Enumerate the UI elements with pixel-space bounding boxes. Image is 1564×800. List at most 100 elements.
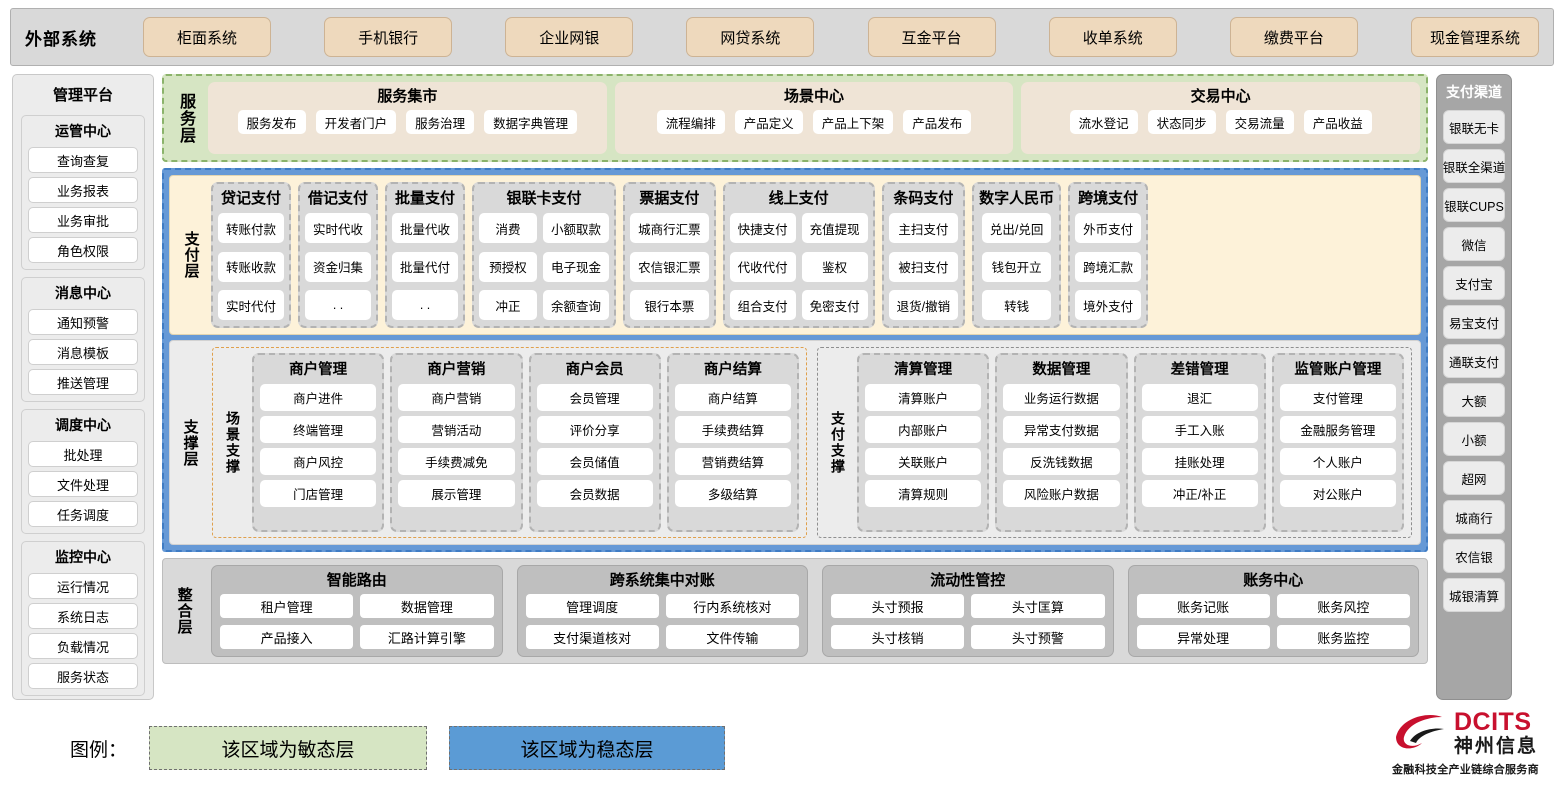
payment-item[interactable]: 城商行汇票 bbox=[630, 213, 709, 243]
support-item[interactable]: 清算规则 bbox=[865, 480, 982, 507]
external-system-chip[interactable]: 柜面系统 bbox=[143, 17, 271, 57]
integration-item[interactable]: 支付渠道核对 bbox=[525, 625, 659, 649]
external-system-chip[interactable]: 现金管理系统 bbox=[1410, 17, 1539, 57]
payment-channel-item[interactable]: 微信 bbox=[1443, 227, 1505, 261]
sidebar-item-角色权限[interactable]: 角色权限 bbox=[28, 237, 138, 263]
support-item[interactable]: 关联账户 bbox=[865, 448, 982, 475]
sidebar-item-推送管理[interactable]: 推送管理 bbox=[28, 369, 138, 395]
service-item[interactable]: 产品收益 bbox=[1303, 110, 1372, 134]
support-item[interactable]: 商户风控 bbox=[260, 448, 377, 475]
support-item[interactable]: 评价分享 bbox=[536, 416, 653, 443]
integration-item[interactable]: 头寸核销 bbox=[831, 625, 965, 649]
sidebar-item-文件处理[interactable]: 文件处理 bbox=[28, 471, 138, 497]
sidebar-item-通知预警[interactable]: 通知预警 bbox=[28, 309, 138, 335]
support-item[interactable]: 营销费结算 bbox=[674, 448, 791, 475]
service-item[interactable]: 流程编排 bbox=[656, 110, 725, 134]
service-item[interactable]: 产品定义 bbox=[734, 110, 803, 134]
support-item[interactable]: 终端管理 bbox=[260, 416, 377, 443]
support-item[interactable]: 金融服务管理 bbox=[1279, 416, 1396, 443]
payment-item[interactable]: 电子现金 bbox=[543, 251, 610, 282]
payment-item[interactable]: 兑出/兑回 bbox=[981, 213, 1052, 243]
support-item[interactable]: 会员储值 bbox=[536, 448, 653, 475]
support-item[interactable]: 内部账户 bbox=[865, 416, 982, 443]
sidebar-item-业务报表[interactable]: 业务报表 bbox=[28, 177, 138, 203]
support-item[interactable]: 会员数据 bbox=[536, 480, 653, 507]
service-item[interactable]: 产品发布 bbox=[903, 110, 972, 134]
integration-item[interactable]: 异常处理 bbox=[1136, 625, 1270, 649]
payment-channel-item[interactable]: 农信银 bbox=[1443, 539, 1505, 573]
payment-item[interactable]: 免密支付 bbox=[801, 290, 868, 320]
support-item[interactable]: 支付管理 bbox=[1279, 384, 1396, 411]
payment-item[interactable]: 批量代付 bbox=[392, 251, 459, 282]
support-item[interactable]: 商户结算 bbox=[674, 384, 791, 411]
service-item[interactable]: 流水登记 bbox=[1069, 110, 1138, 134]
integration-item[interactable]: 汇路计算引擎 bbox=[360, 625, 494, 649]
integration-item[interactable]: 文件传输 bbox=[665, 625, 799, 649]
payment-item[interactable]: . . bbox=[392, 290, 459, 320]
support-item[interactable]: 展示管理 bbox=[398, 480, 515, 507]
payment-channel-item[interactable]: 城商行 bbox=[1443, 500, 1505, 534]
payment-item[interactable]: 余额查询 bbox=[543, 290, 610, 320]
payment-item[interactable]: 农信银汇票 bbox=[630, 251, 709, 282]
external-system-chip[interactable]: 缴费平台 bbox=[1229, 17, 1358, 57]
sidebar-item-批处理[interactable]: 批处理 bbox=[28, 441, 138, 467]
payment-item[interactable]: 批量代收 bbox=[392, 213, 459, 243]
support-item[interactable]: 业务运行数据 bbox=[1003, 384, 1120, 411]
support-item[interactable]: 商户进件 bbox=[260, 384, 377, 411]
payment-item[interactable]: 转账收款 bbox=[218, 251, 285, 282]
external-system-chip[interactable]: 手机银行 bbox=[324, 17, 453, 57]
support-item[interactable]: 风险账户数据 bbox=[1003, 480, 1120, 507]
payment-channel-item[interactable]: 通联支付 bbox=[1443, 344, 1505, 378]
support-item[interactable]: 退汇 bbox=[1141, 384, 1258, 411]
sidebar-item-负载情况[interactable]: 负载情况 bbox=[28, 633, 138, 659]
payment-item[interactable]: 充值提现 bbox=[801, 213, 868, 243]
support-item[interactable]: 清算账户 bbox=[865, 384, 982, 411]
sidebar-item-查询查复[interactable]: 查询查复 bbox=[28, 147, 138, 173]
payment-item[interactable]: 冲正 bbox=[479, 290, 538, 320]
support-item[interactable]: 手续费结算 bbox=[674, 416, 791, 443]
support-item[interactable]: 手续费减免 bbox=[398, 448, 515, 475]
payment-item[interactable]: 境外支付 bbox=[1075, 290, 1142, 320]
payment-item[interactable]: 组合支付 bbox=[729, 290, 796, 320]
payment-channel-item[interactable]: 超网 bbox=[1443, 461, 1505, 495]
payment-channel-item[interactable]: 易宝支付 bbox=[1443, 305, 1505, 339]
payment-item[interactable]: 实时代收 bbox=[305, 213, 372, 243]
integration-item[interactable]: 头寸预报 bbox=[831, 594, 965, 618]
support-item[interactable]: 商户营销 bbox=[398, 384, 515, 411]
payment-item[interactable]: 代收代付 bbox=[729, 251, 796, 282]
integration-item[interactable]: 数据管理 bbox=[360, 594, 494, 618]
integration-item[interactable]: 账务记账 bbox=[1136, 594, 1270, 618]
integration-item[interactable]: 头寸预警 bbox=[971, 625, 1105, 649]
payment-item[interactable]: 转钱 bbox=[981, 290, 1052, 320]
integration-item[interactable]: 账务监控 bbox=[1276, 625, 1410, 649]
payment-channel-item[interactable]: 银联无卡 bbox=[1443, 110, 1505, 144]
service-item[interactable]: 服务发布 bbox=[237, 110, 306, 134]
sidebar-item-业务审批[interactable]: 业务审批 bbox=[28, 207, 138, 233]
payment-item[interactable]: 主扫支付 bbox=[888, 213, 959, 243]
payment-channel-item[interactable]: 支付宝 bbox=[1443, 266, 1505, 300]
payment-item[interactable]: . . bbox=[305, 290, 372, 320]
support-item[interactable]: 冲正/补正 bbox=[1141, 480, 1258, 507]
payment-item[interactable]: 预授权 bbox=[479, 251, 538, 282]
integration-item[interactable]: 管理调度 bbox=[525, 594, 659, 618]
external-system-chip[interactable]: 网贷系统 bbox=[686, 17, 815, 57]
support-item[interactable]: 手工入账 bbox=[1141, 416, 1258, 443]
sidebar-item-服务状态[interactable]: 服务状态 bbox=[28, 663, 138, 689]
payment-item[interactable]: 退货/撤销 bbox=[888, 290, 959, 320]
service-item[interactable]: 开发者门户 bbox=[315, 110, 397, 134]
payment-channel-item[interactable]: 城银清算 bbox=[1443, 578, 1505, 612]
support-item[interactable]: 门店管理 bbox=[260, 480, 377, 507]
external-system-chip[interactable]: 收单系统 bbox=[1048, 17, 1177, 57]
integration-item[interactable]: 产品接入 bbox=[220, 625, 354, 649]
payment-item[interactable]: 鉴权 bbox=[801, 251, 868, 282]
service-item[interactable]: 数据字典管理 bbox=[484, 110, 578, 134]
sidebar-item-任务调度[interactable]: 任务调度 bbox=[28, 501, 138, 527]
support-item[interactable]: 挂账处理 bbox=[1141, 448, 1258, 475]
support-item[interactable]: 反洗钱数据 bbox=[1003, 448, 1120, 475]
sidebar-item-运行情况[interactable]: 运行情况 bbox=[28, 573, 138, 599]
external-system-chip[interactable]: 互金平台 bbox=[867, 17, 996, 57]
payment-item[interactable]: 消费 bbox=[479, 213, 538, 243]
payment-item[interactable]: 转账付款 bbox=[218, 213, 285, 243]
integration-item[interactable]: 租户管理 bbox=[220, 594, 354, 618]
service-item[interactable]: 服务治理 bbox=[406, 110, 475, 134]
